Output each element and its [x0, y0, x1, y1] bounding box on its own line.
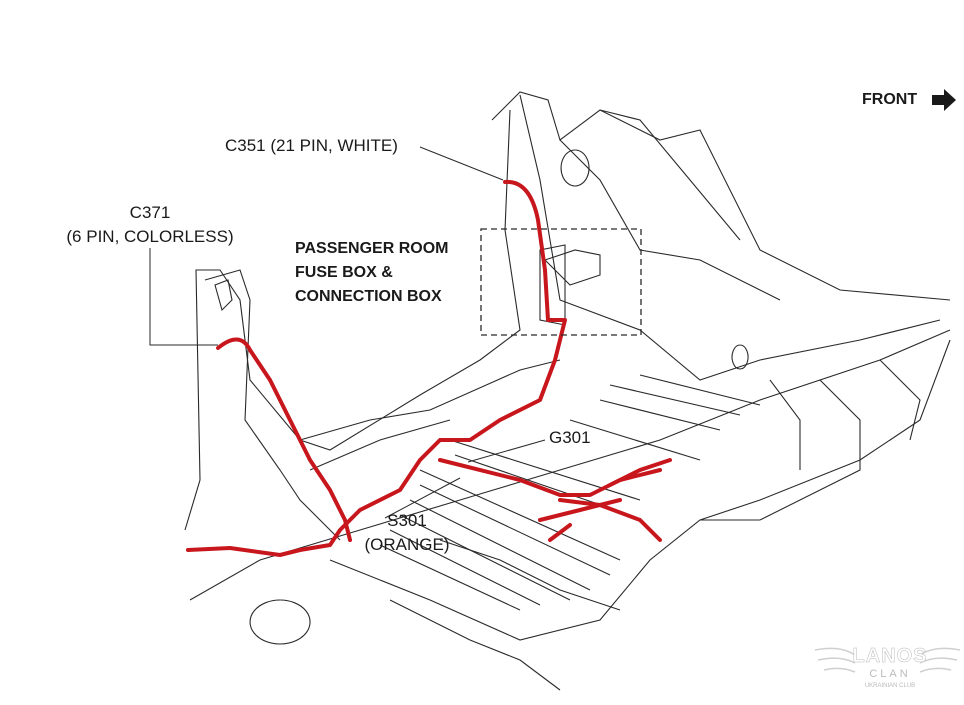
c371-label: C371: [129, 203, 171, 222]
watermark: LANOS CLAN UKRAINIAN CLUB: [850, 645, 930, 691]
floor-ribs: [379, 374, 761, 611]
c371-detail: (6 PIN, COLORLESS): [66, 227, 234, 246]
wiring-harness: [186, 179, 672, 557]
watermark-subtitle: CLAN: [869, 668, 911, 680]
s301-callout: S301 (ORANGE): [357, 509, 457, 557]
fusebox-line2: FUSE BOX &: [295, 264, 393, 281]
s301-label: S301: [387, 511, 427, 530]
fusebox-line1: PASSENGER ROOM: [295, 240, 449, 257]
fusebox-highlight: [480, 228, 642, 336]
leader-lines: [149, 146, 546, 519]
watermark-title: LANOS: [852, 645, 928, 668]
body-structure: [184, 91, 951, 691]
s301-detail: (ORANGE): [364, 535, 450, 554]
c351-callout: C351 (21 PIN, WHITE): [225, 136, 398, 155]
arrow-right-icon: [932, 89, 956, 111]
fusebox-line3: CONNECTION BOX: [295, 288, 442, 305]
front-orientation-label: FRONT: [862, 91, 918, 108]
fusebox-callout: PASSENGER ROOM FUSE BOX & CONNECTION BOX: [295, 237, 449, 309]
harness-c371-branch: [216, 337, 352, 542]
watermark-tagline: UKRAINIAN CLUB: [864, 683, 916, 689]
lanos-clan-logo: [814, 647, 961, 673]
g301-callout: G301: [549, 428, 591, 447]
c371-callout: C371 (6 PIN, COLORLESS): [55, 201, 245, 249]
harness-c351-branch: [186, 179, 567, 557]
